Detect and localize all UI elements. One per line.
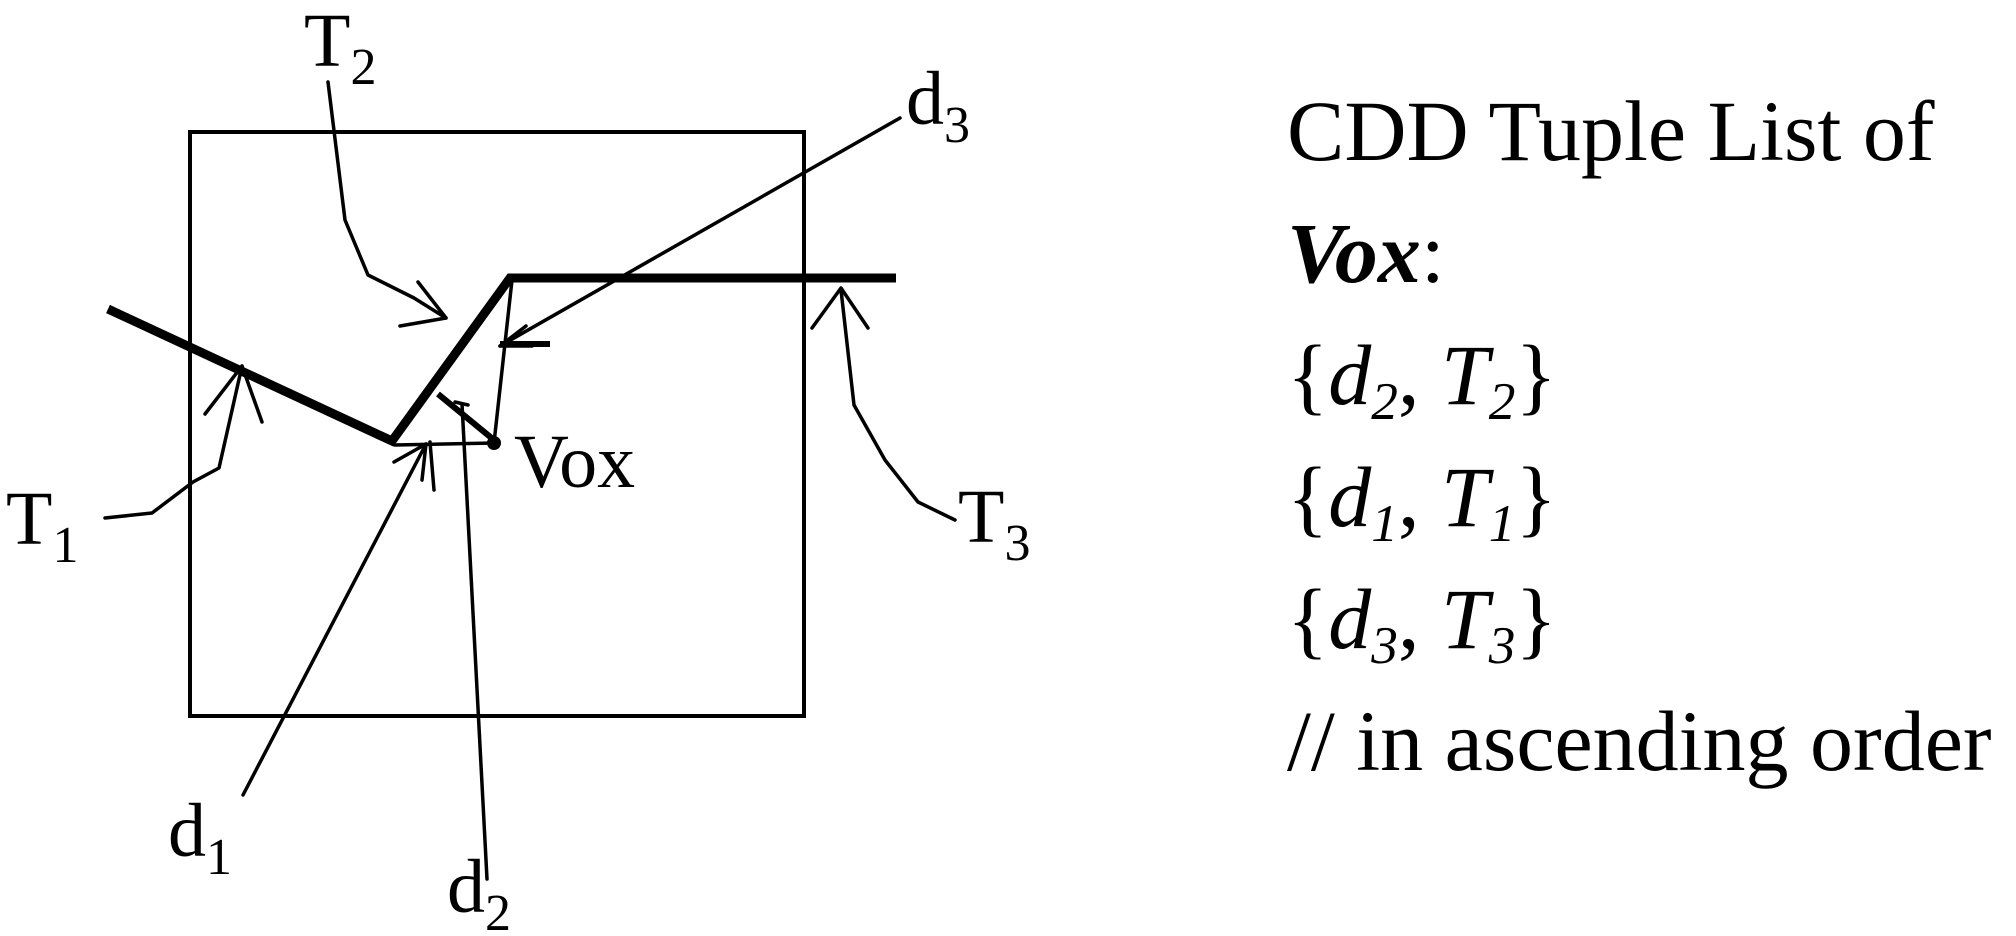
t3-arrowhead bbox=[810, 286, 870, 330]
tuple-t-sub: 2 bbox=[1488, 370, 1516, 431]
panel-heading: CDD Tuple List of bbox=[1287, 83, 1935, 179]
tuple-d: d bbox=[1328, 449, 1372, 545]
tuple-t-sub: 3 bbox=[1488, 614, 1516, 675]
tuple-row: {d1, T1} bbox=[1287, 436, 2007, 558]
tuple-t: T bbox=[1440, 327, 1489, 423]
label-t3: T3 bbox=[958, 475, 1030, 572]
t2-arrowhead bbox=[398, 280, 448, 328]
t1-leader-line bbox=[103, 364, 244, 520]
open-brace: { bbox=[1287, 449, 1329, 545]
close-brace: } bbox=[1515, 449, 1557, 545]
tuple-d: d bbox=[1328, 571, 1372, 667]
label-t1: T1 bbox=[6, 477, 78, 574]
tuple-comma: , bbox=[1397, 571, 1441, 667]
tuple-d-sub: 3 bbox=[1371, 614, 1398, 675]
panel-name-line: Vox: bbox=[1287, 192, 2007, 314]
d1-arrowhead bbox=[392, 442, 428, 482]
tuple-t: T bbox=[1440, 449, 1489, 545]
d1-leader-line bbox=[241, 442, 428, 797]
d1-tick bbox=[428, 440, 436, 492]
tuple-row: {d2, T2} bbox=[1287, 314, 2007, 436]
d2-leader-line bbox=[460, 402, 489, 881]
d2-tick bbox=[453, 400, 470, 407]
tuple-list-panel: CDD Tuple List of Vox: {d2, T2} {d1, T1}… bbox=[1287, 70, 2007, 802]
panel-name-suffix: : bbox=[1420, 205, 1445, 301]
panel-name: Vox bbox=[1287, 205, 1421, 301]
t1-arrowhead bbox=[203, 364, 264, 424]
d2-perpendicular bbox=[436, 391, 496, 443]
voxel-square bbox=[188, 130, 806, 718]
label-d1: d1 bbox=[168, 789, 232, 886]
label-d3: d3 bbox=[906, 57, 970, 154]
label-d2: d2 bbox=[447, 845, 511, 936]
vox-vertex-line bbox=[492, 278, 514, 445]
d1-segment bbox=[393, 441, 496, 447]
tuple-comma: , bbox=[1397, 327, 1441, 423]
panel-comment: // in ascending order bbox=[1287, 693, 1992, 789]
tuple-t-sub: 1 bbox=[1488, 492, 1516, 553]
tuple-d-sub: 1 bbox=[1371, 492, 1398, 553]
open-brace: { bbox=[1287, 327, 1329, 423]
tuple-d: d bbox=[1328, 327, 1372, 423]
t2-leader-line bbox=[326, 80, 448, 320]
label-t2: T2 bbox=[304, 0, 376, 96]
tuple-row: {d3, T3} bbox=[1287, 558, 2007, 680]
open-brace: { bbox=[1287, 571, 1329, 667]
close-brace: } bbox=[1515, 327, 1557, 423]
tuple-t: T bbox=[1440, 571, 1489, 667]
t3-leader-line bbox=[839, 288, 957, 522]
triangle-polyline bbox=[106, 273, 896, 447]
tuple-comma: , bbox=[1397, 449, 1441, 545]
label-vox: Vox bbox=[514, 420, 635, 504]
tuple-d-sub: 2 bbox=[1371, 370, 1398, 431]
close-brace: } bbox=[1515, 571, 1557, 667]
d3-line bbox=[498, 116, 902, 348]
